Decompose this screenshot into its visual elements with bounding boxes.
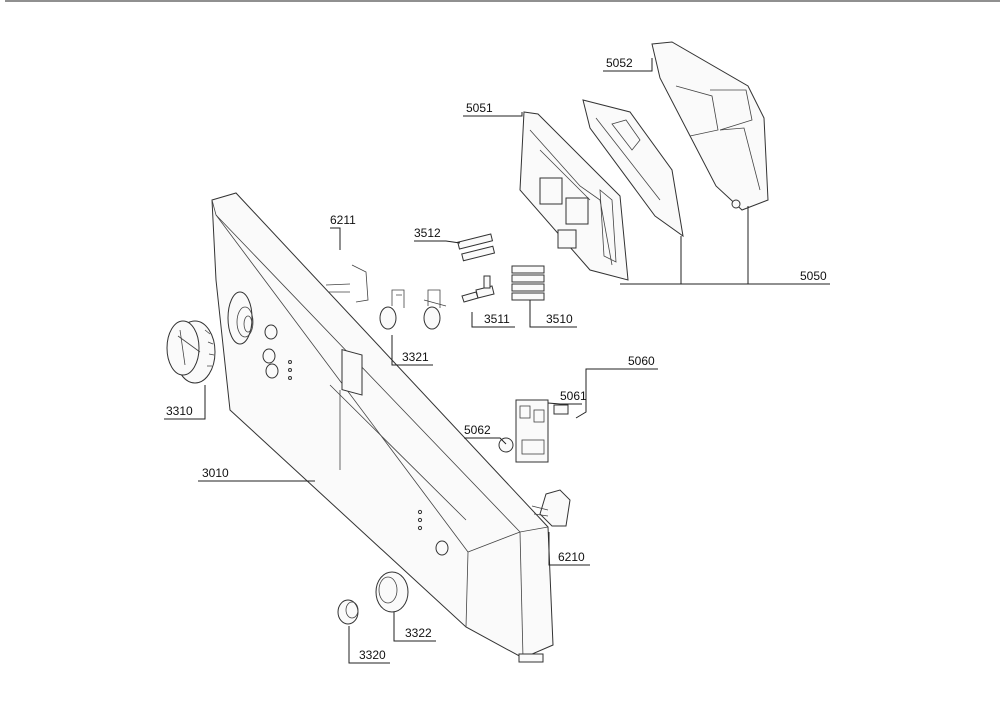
housing-5052 [651,41,769,211]
leader-lines [164,58,830,664]
label-5062: 5062 [464,423,491,437]
knob-3310 [166,320,216,384]
control-panel-3010 [211,192,554,663]
ring-3322 [375,571,409,613]
label-3322: 3322 [405,626,432,640]
label-6211: 6211 [330,213,356,227]
part-3512 [457,233,496,262]
part-3321 [379,289,447,330]
bracket-5051 [519,111,629,281]
label-5052: 5052 [606,56,633,70]
plate-5050 [582,99,684,238]
label-3320: 3320 [359,648,386,662]
label-3321: 3321 [402,350,429,364]
button-cap-3320 [337,599,359,625]
label-3310: 3310 [166,404,193,418]
part-3511 [461,275,495,303]
part-labels: 5052 5051 6211 3512 5050 3511 3510 3321 … [166,56,827,662]
switch-6211 [325,264,369,396]
label-3010: 3010 [202,466,229,480]
label-3510: 3510 [546,312,573,326]
label-5060: 5060 [628,354,655,368]
label-3511: 3511 [484,312,510,326]
module-5061-5062 [498,399,569,463]
label-6210: 6210 [558,550,585,564]
knob-opening [227,291,253,345]
label-5050: 5050 [800,269,827,283]
label-5051: 5051 [466,101,493,115]
switch-6210 [531,489,571,527]
part-3510 [511,265,545,301]
label-5061: 5061 [560,389,587,403]
label-3512: 3512 [414,226,441,240]
